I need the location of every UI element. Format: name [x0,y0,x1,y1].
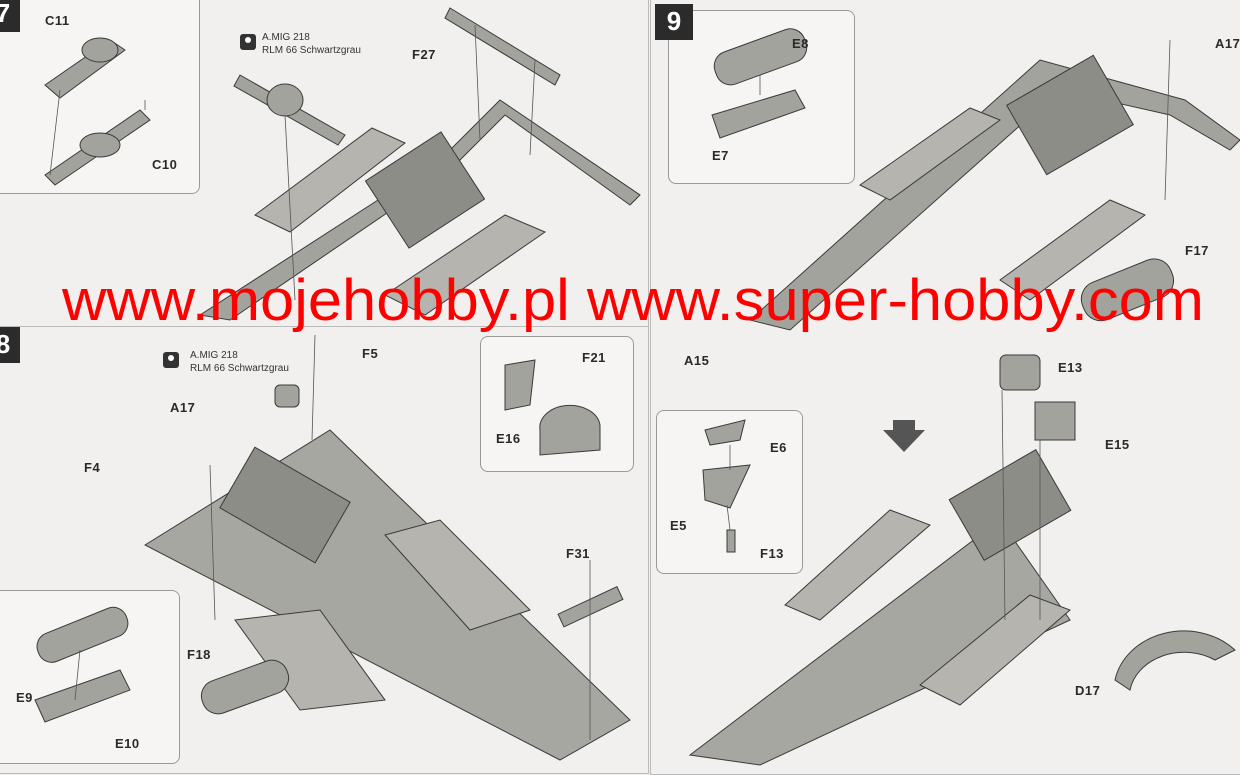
chassis-frame-9b [688,519,1071,766]
part-label-e16: E16 [496,431,521,446]
part-e5 [274,384,300,408]
part-label-e15: E15 [1105,437,1130,452]
part-label-a15: A15 [684,353,710,368]
part-e10 [34,669,131,723]
part-e5-9 [702,464,751,509]
part-label-e9: E9 [16,690,33,705]
part-label-c10: C10 [152,157,178,172]
part-label-f17: F17 [1185,243,1209,258]
paint-name: RLM 66 Schwartzgrau [190,363,289,374]
paint-name: RLM 66 Schwartzgrau [262,45,361,56]
part-label-e7: E7 [712,148,729,163]
floor-plate [384,214,547,316]
floor-plate [384,519,531,631]
chassis-frame-7 [198,99,641,321]
part-f21 [504,359,536,411]
paint-icon [163,352,179,368]
part-label-f31: F31 [566,546,590,561]
part-label-e13: E13 [1058,360,1083,375]
paint-code: A.MIG 218 [190,350,238,361]
part-label-a17: A17 [170,400,196,415]
part-label-e5: E5 [670,518,687,533]
step-7-callout [0,0,200,194]
part-e8 [713,28,808,86]
part-e13 [999,354,1041,391]
part-label-e10: E10 [115,736,140,751]
engine-8 [219,446,351,564]
paint-icon [240,34,256,50]
part-e9 [36,606,129,663]
step-7-number: 7 [0,0,20,32]
part-label-f4: F4 [84,460,101,475]
part-c11-hub [81,37,119,63]
floor-plate [999,199,1146,301]
part-label-f27: F27 [412,47,436,62]
guide-lines [49,24,1171,740]
floor-plate [254,127,406,233]
part-label-e6: E6 [770,440,787,455]
engine-7 [364,131,486,249]
arrow-down-icon [883,420,925,452]
part-label-d17: D17 [1075,683,1101,698]
part-e15 [1034,401,1076,441]
part-label-f21: F21 [582,350,606,365]
part-label-a17: A17 [1215,36,1240,51]
step-8-number: 8 [0,327,20,363]
part-e7 [711,89,806,139]
part-e16 [539,404,601,456]
watermark-text: www.mojehobby.pl www.super-hobby.com [61,268,1204,333]
fuel-tank-8 [200,659,290,715]
fuel-tank-9 [1080,258,1175,322]
part-d17 [1114,630,1236,691]
step-9-number: 9 [655,4,693,40]
floor-plate [919,594,1071,706]
part-label-e8: E8 [792,36,809,51]
part-label-f18: F18 [187,647,211,662]
part-e6 [704,419,746,446]
part-c10-hub [79,132,121,158]
part-label-f5: F5 [362,346,379,361]
part-label-f13: F13 [760,546,784,561]
part-f31 [557,586,624,628]
part-label-c11: C11 [45,13,70,28]
floor-plate [859,107,1002,201]
part-f27 [444,7,561,86]
floor-plate [784,509,931,621]
paint-code: A.MIG 218 [262,32,310,43]
engine-9b [948,449,1072,561]
part-f13 [726,529,736,553]
engine-9 [1006,54,1134,176]
